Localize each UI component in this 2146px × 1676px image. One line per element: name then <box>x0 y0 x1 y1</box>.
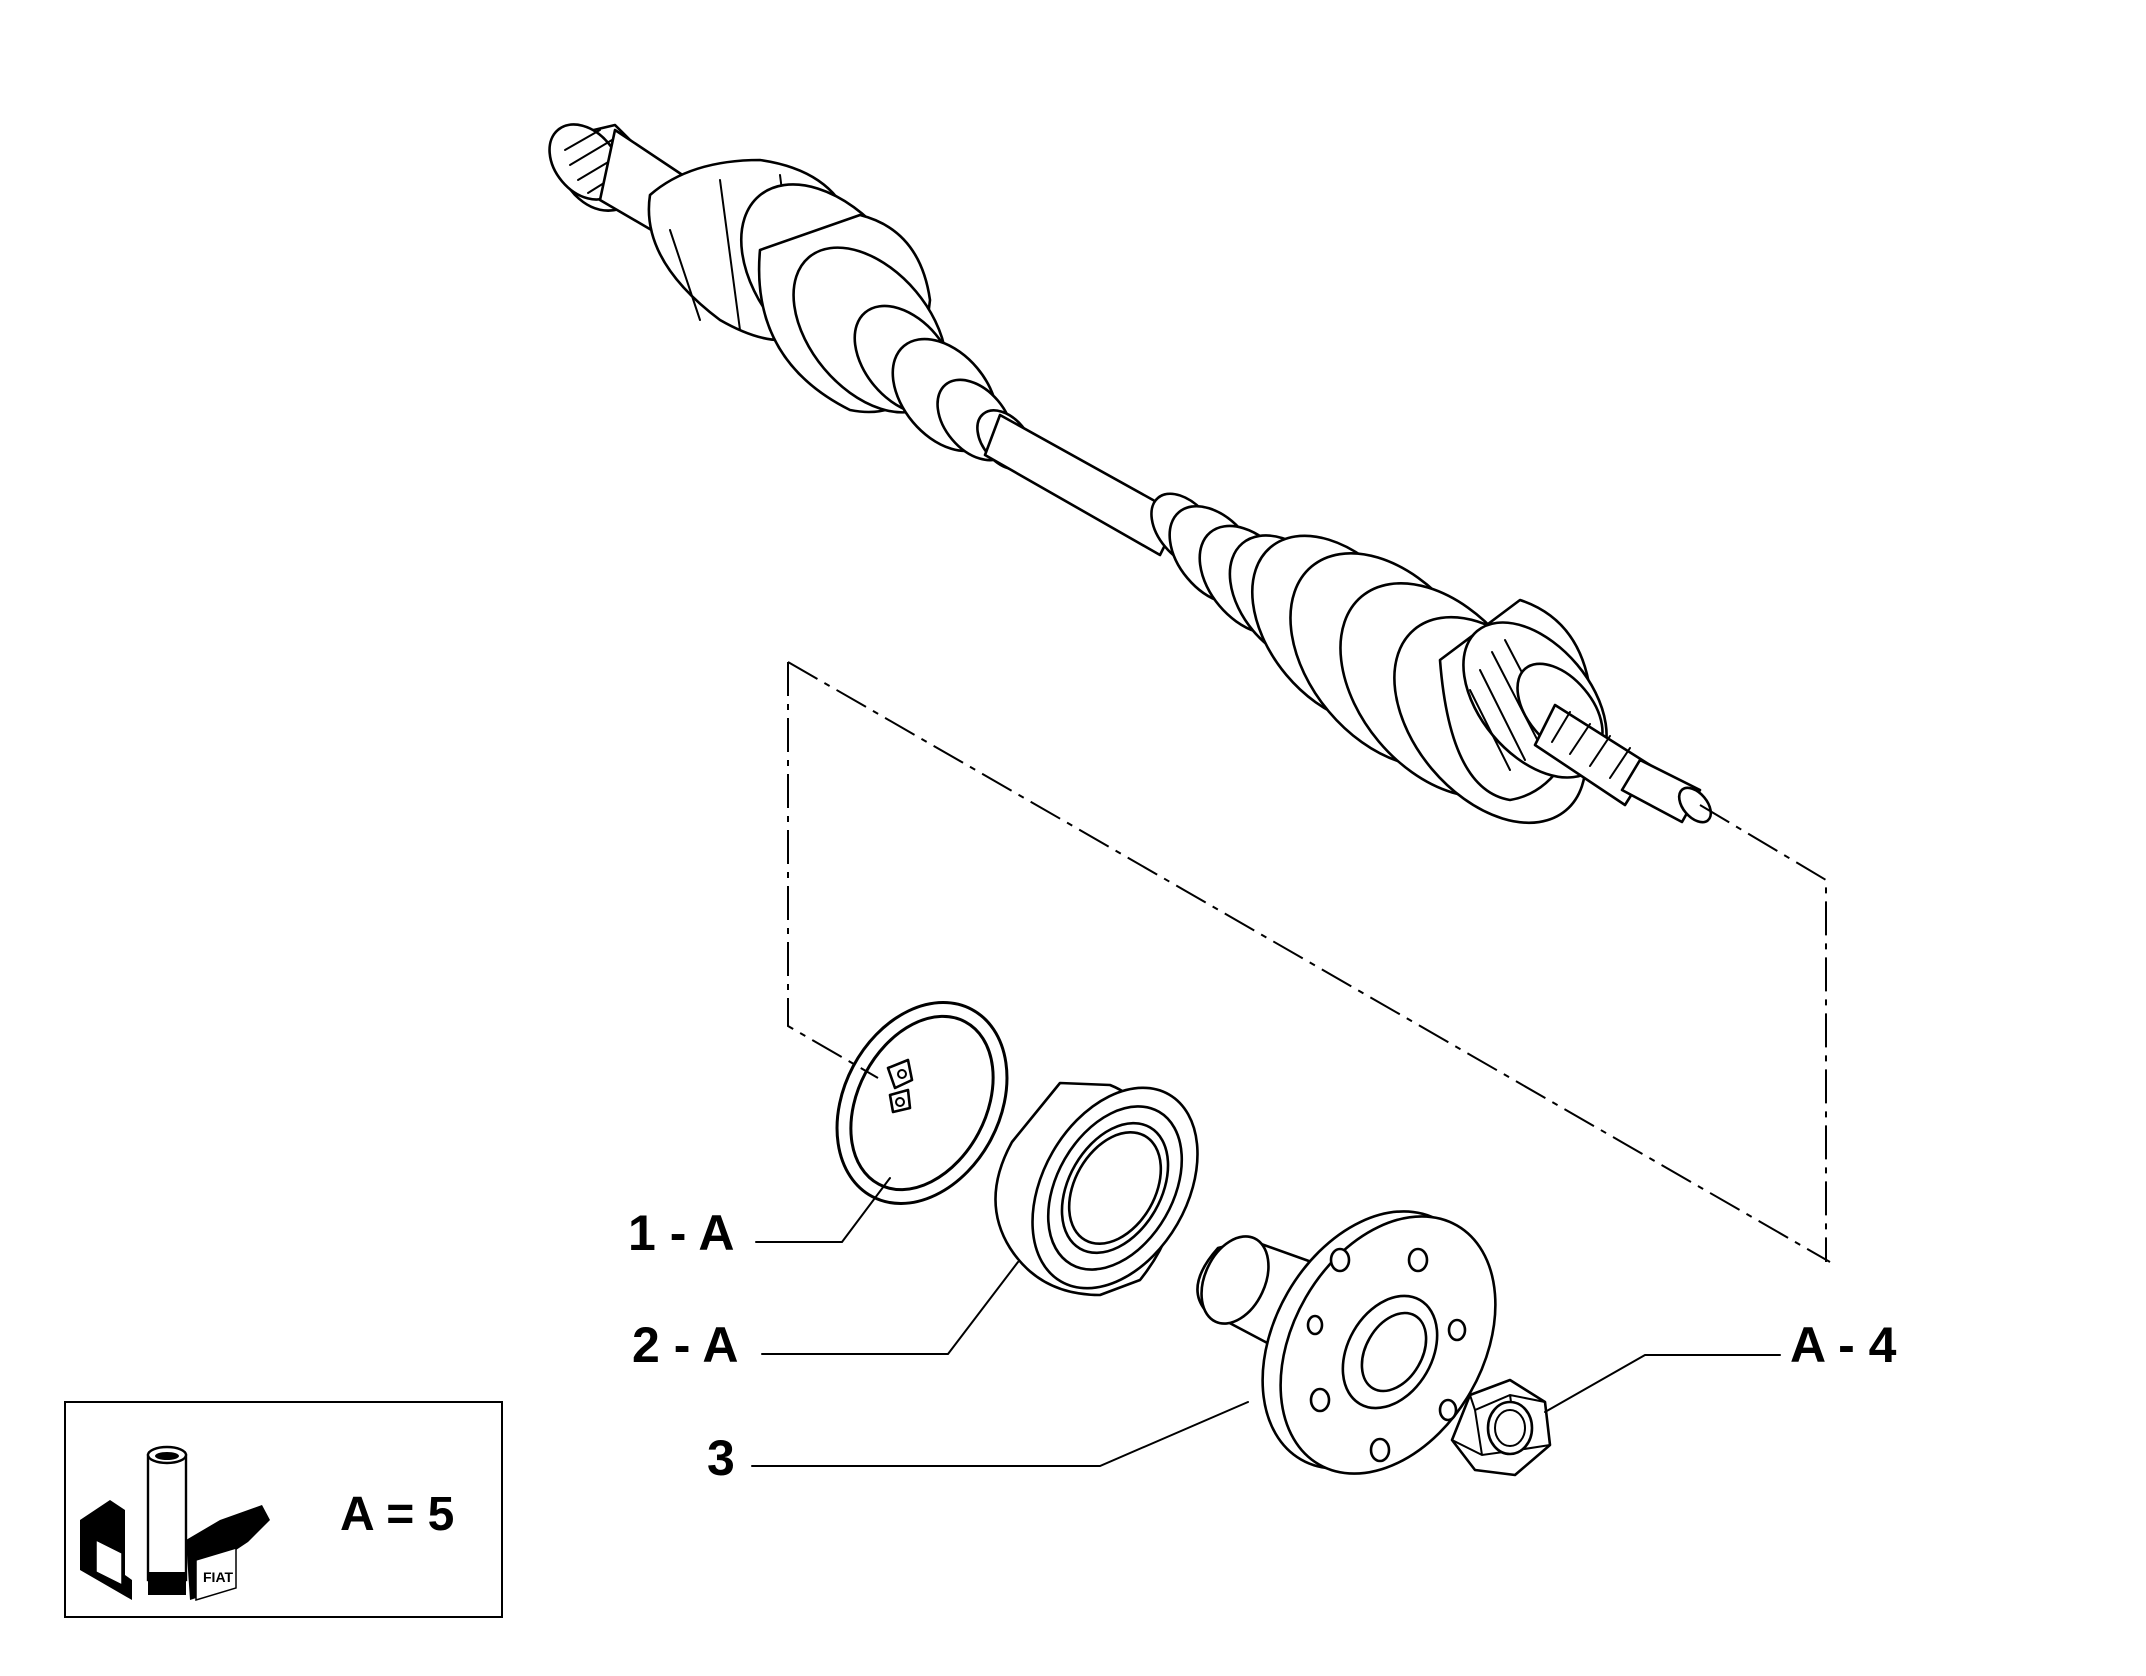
assembly-axis-line <box>787 661 1831 1263</box>
fiat-logo-text-1: FIAT <box>203 1569 234 1585</box>
leader-1 <box>755 1177 891 1243</box>
callout-1-label: 1 - A <box>628 1205 735 1261</box>
callout-4-label: A - 4 <box>1790 1317 1897 1373</box>
leader-3 <box>751 1401 1249 1467</box>
callout-3-label: 3 <box>707 1430 735 1486</box>
snap-ring <box>835 1000 1009 1206</box>
leader-2 <box>761 1261 1019 1355</box>
outer-spline-stub <box>1533 703 1713 824</box>
fiat-tool-icon: FIAT <box>80 1445 270 1602</box>
legend-box: FIAT A = 5 <box>64 1401 503 1618</box>
shaft-bar <box>983 413 1182 557</box>
hex-nut <box>1450 1378 1552 1477</box>
wheel-hub <box>1196 1210 1497 1475</box>
wheel-bearing <box>994 1081 1199 1297</box>
callout-leaders <box>751 1177 1781 1467</box>
leader-4 <box>1544 1354 1781 1413</box>
callout-2-label: 2 - A <box>632 1317 739 1373</box>
legend-text: A = 5 <box>340 1488 454 1541</box>
inner-boot <box>757 213 1034 471</box>
drive-shaft-assembly <box>548 123 1713 825</box>
